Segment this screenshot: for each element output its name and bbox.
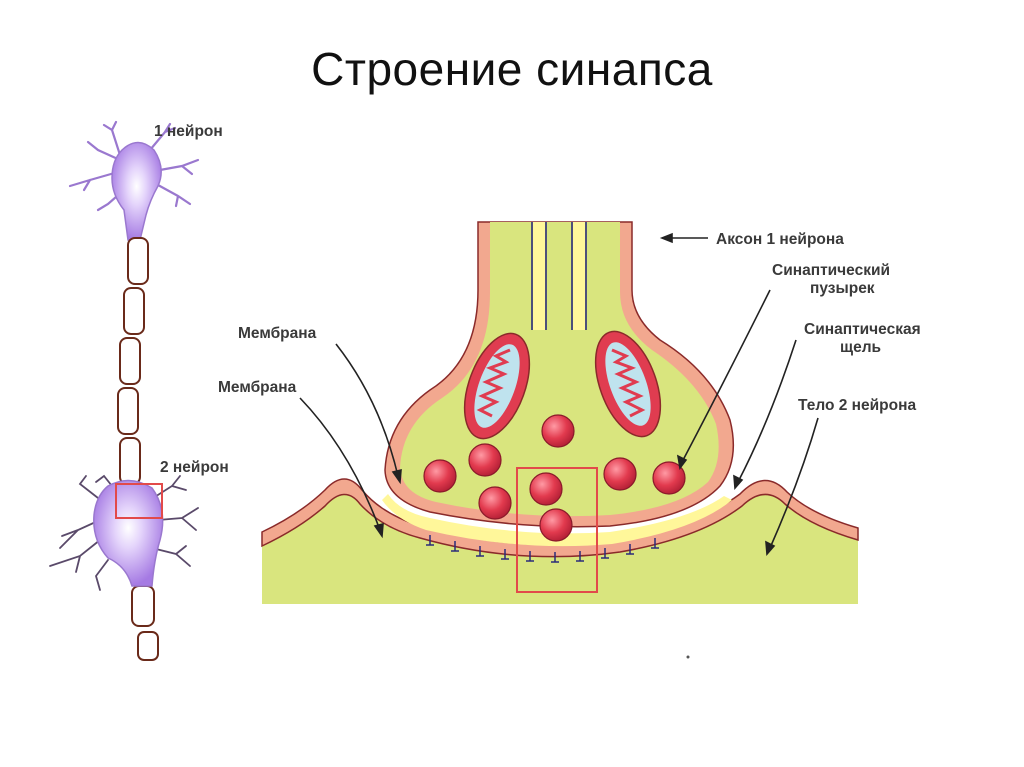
synapse (261, 221, 859, 604)
postsynaptic-membrane (261, 478, 859, 558)
leader-lines (299, 232, 819, 556)
label-neuron-1: 1 нейрон (154, 123, 223, 140)
mitochondrion-left (463, 332, 531, 440)
neuron-2-synapse-highlight (115, 483, 163, 519)
mitochondrion-right (594, 330, 662, 438)
synaptic-vesicles (423, 414, 686, 542)
label-cleft-line2: щель (840, 339, 881, 356)
label-neuron-2: 2 нейрон (160, 459, 229, 476)
neuron-1-dendrites (68, 120, 200, 212)
label-vesicle-line2: пузырек (810, 280, 875, 297)
vesicle (478, 486, 512, 520)
synapse-highlight-box (516, 467, 598, 593)
vesicle (529, 472, 563, 506)
synaptic-cleft (382, 494, 732, 547)
neuron-2-dendrites (49, 474, 199, 591)
vesicle (652, 461, 686, 495)
labels: 1 нейрон 2 нейрон Аксон 1 нейрона Синапт… (154, 123, 921, 476)
neuron-chain (49, 120, 200, 661)
axon-fiber-fill (533, 222, 585, 330)
vesicle (541, 414, 575, 448)
postsynaptic-body (262, 487, 858, 604)
label-cleft-line1: Синаптическая (804, 321, 921, 338)
neuron-1-soma (111, 141, 162, 241)
speck (686, 655, 690, 659)
axon-neurofilaments (531, 222, 587, 330)
page-title: Строение синапса (311, 43, 713, 95)
vesicle (603, 457, 637, 491)
presynaptic-cytoplasm (400, 222, 719, 517)
vesicle (468, 443, 502, 477)
vesicle (423, 459, 457, 493)
label-vesicle-line1: Синаптический (772, 262, 890, 279)
label-membrane-upper: Мембрана (238, 325, 317, 342)
label-membrane-lower: Мембрана (218, 379, 297, 396)
label-axon: Аксон 1 нейрона (716, 231, 844, 248)
receptors (426, 535, 659, 563)
myelin-segments (117, 237, 159, 661)
neuron-2-soma (93, 479, 164, 587)
vesicle (539, 508, 573, 542)
label-body-2: Тело 2 нейрона (798, 397, 916, 414)
